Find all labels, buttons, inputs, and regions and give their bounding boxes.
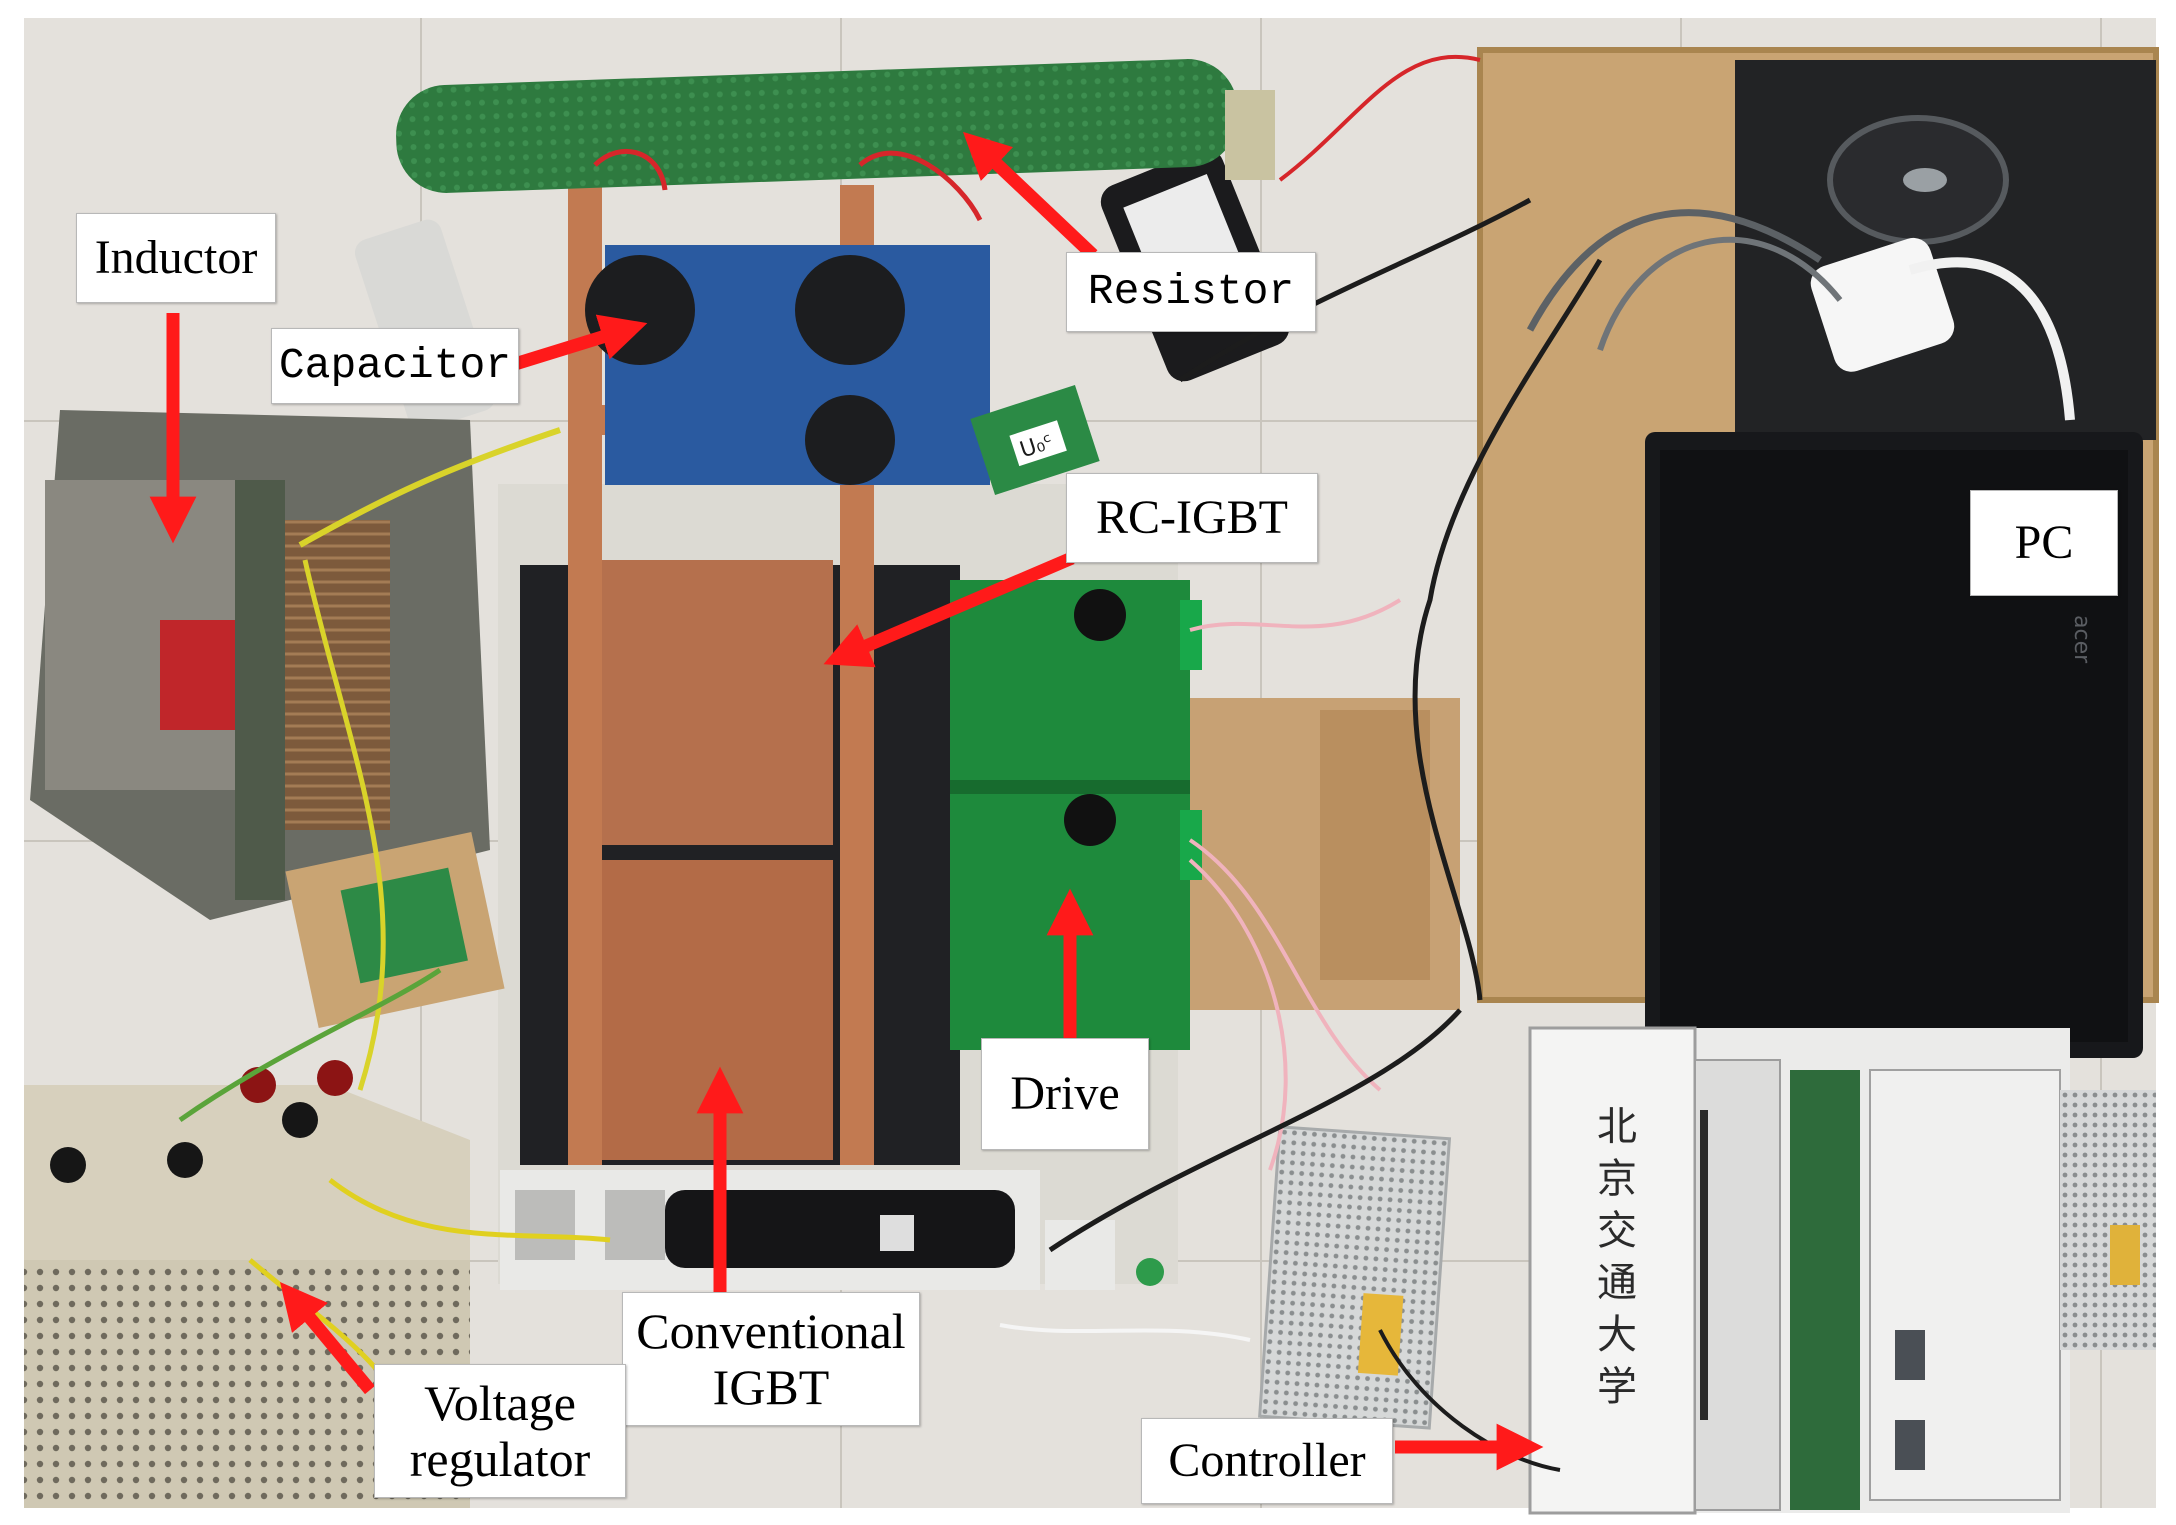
power-supply-right — [2060, 1090, 2156, 1350]
arrow-rc-igbt — [823, 552, 1075, 668]
controller-char-5: 大 — [1597, 1312, 1637, 1358]
label-voltage-regulator-line1: Voltage — [424, 1375, 576, 1431]
copper-plate-top — [595, 560, 833, 845]
controller-char-3: 交 — [1597, 1208, 1637, 1254]
controller-char-2: 京 — [1597, 1156, 1637, 1202]
label-controller-text: Controller — [1168, 1434, 1366, 1488]
label-conventional-igbt-line1: Conventional — [636, 1303, 906, 1359]
power-supply-bottom — [1258, 1125, 1452, 1430]
label-pc: PC — [1970, 490, 2118, 596]
arrow-capacitor — [513, 314, 648, 371]
label-capacitor-text: Capacitor — [278, 340, 512, 390]
current-probe — [665, 1190, 1015, 1268]
svg-text:acer: acer — [2069, 615, 2094, 664]
label-conventional-igbt: Conventional IGBT — [622, 1292, 920, 1426]
sensor-board — [340, 867, 468, 984]
label-drive: Drive — [981, 1038, 1149, 1150]
controller-char-6: 学 — [1597, 1364, 1637, 1410]
label-inductor-text: Inductor — [94, 231, 258, 285]
label-rc-igbt-text: RC-IGBT — [1096, 491, 1288, 545]
arrow-voltage-regulator — [280, 1282, 375, 1395]
label-rc-igbt: RC-IGBT — [1066, 473, 1318, 563]
label-pc-text: PC — [2014, 516, 2074, 570]
label-voltage-regulator: Voltage regulator — [374, 1364, 626, 1498]
label-controller: Controller — [1141, 1418, 1393, 1504]
voltage-regulator-unit — [24, 1060, 470, 1508]
label-resistor-text: Resistor — [1087, 266, 1295, 316]
arrow-resistor — [963, 131, 1098, 260]
controller-char-4: 通 — [1597, 1260, 1637, 1306]
annotation-arrows — [149, 131, 1544, 1471]
label-inductor: Inductor — [76, 213, 276, 303]
power-resistor — [396, 59, 1238, 193]
label-drive-text: Drive — [1010, 1067, 1120, 1121]
label-voltage-regulator-line2: regulator — [409, 1431, 591, 1487]
controller-char-1: 北 — [1597, 1104, 1637, 1150]
label-capacitor: Capacitor — [271, 328, 519, 404]
label-resistor: Resistor — [1066, 252, 1316, 332]
label-conventional-igbt-line2: IGBT — [712, 1359, 830, 1415]
